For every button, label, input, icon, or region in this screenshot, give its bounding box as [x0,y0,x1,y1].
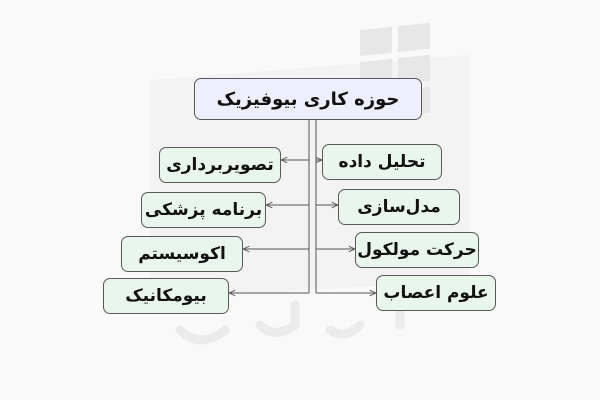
node-neuroscience-label: علوم اعصاب [383,283,489,303]
root-node: حوزه کاری بیوفیزیک [194,78,422,120]
node-ecosystem: اکوسیستم [121,236,243,272]
node-data-analysis-label: تحلیل داده [338,152,426,172]
node-molecular-motion: حرکت مولکول [355,232,479,268]
root-node-label: حوزه کاری بیوفیزیک [216,88,400,110]
node-modeling-label: مدل‌سازی [357,197,441,217]
node-imaging: تصویربرداری [159,147,281,183]
node-neuroscience: علوم اعصاب [376,275,496,311]
node-molecular-motion-label: حرکت مولکول [357,240,477,260]
node-imaging-label: تصویربرداری [166,155,274,175]
node-biomechanics-label: بیومکانیک [125,286,207,306]
node-ecosystem-label: اکوسیستم [138,244,226,264]
node-data-analysis: تحلیل داده [322,144,442,180]
node-medical-program: برنامه پزشکی [141,192,266,228]
node-biomechanics: بیومکانیک [103,278,229,314]
node-modeling: مدل‌سازی [338,189,460,225]
node-medical-program-label: برنامه پزشکی [144,200,263,220]
